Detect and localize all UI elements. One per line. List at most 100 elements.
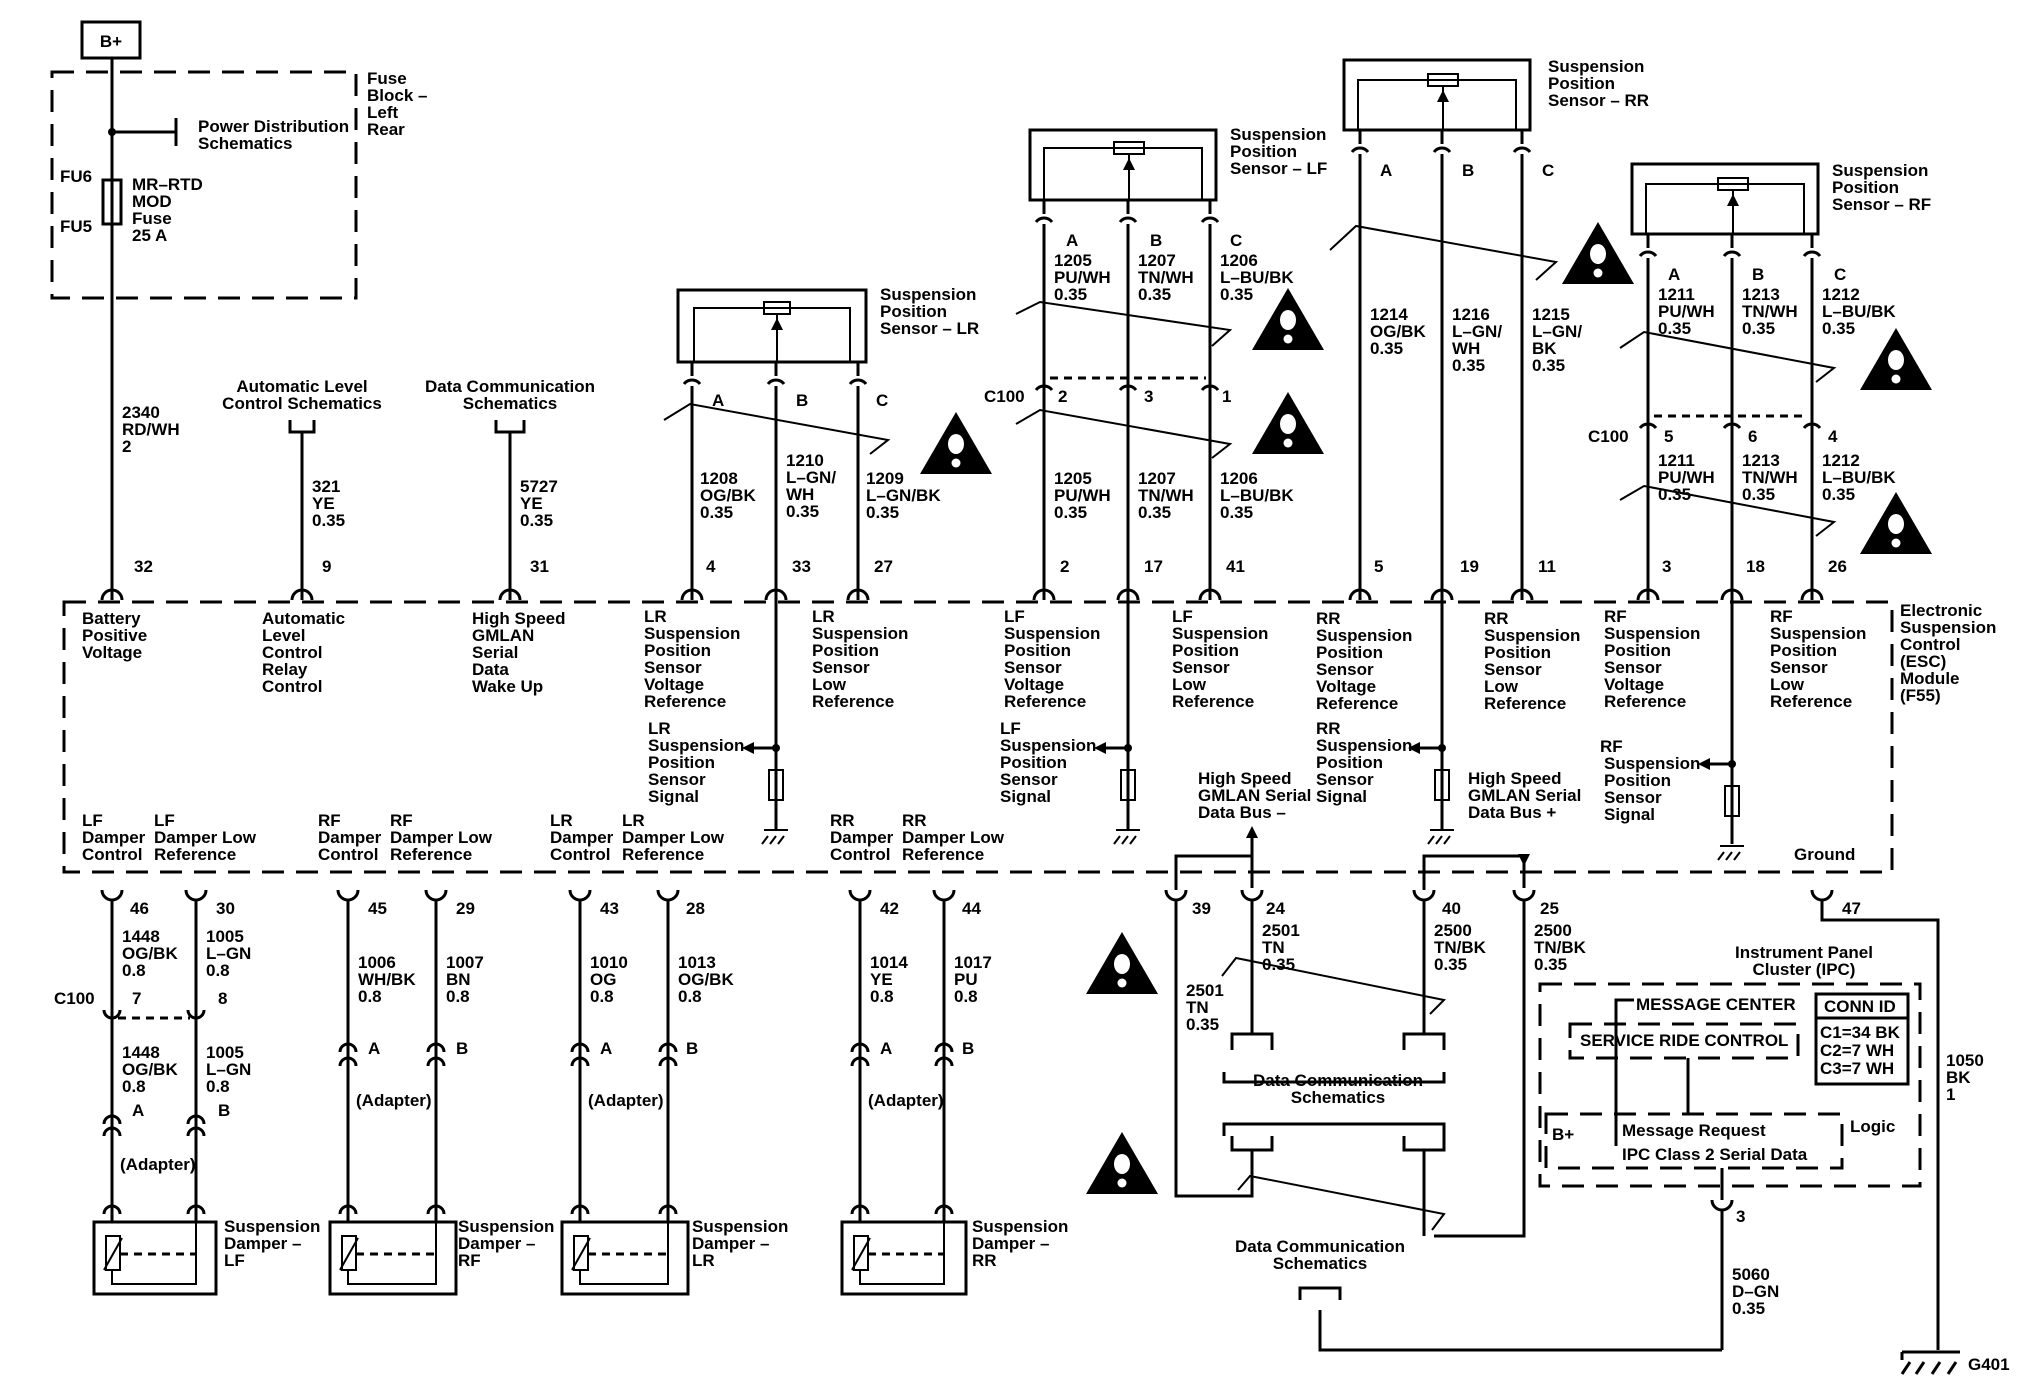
svg-text:TN/WH: TN/WH [1742, 468, 1798, 487]
svg-text:YE: YE [870, 970, 893, 989]
svg-text:Automatic: Automatic [262, 609, 345, 628]
fuse-block: B+ Fuse Block – Left Rear Power Distribu… [50, 20, 427, 600]
svg-text:Reference: Reference [1004, 692, 1086, 711]
svg-text:Suspension: Suspension [1230, 125, 1326, 144]
svg-text:Position: Position [1004, 641, 1071, 660]
svg-text:L–GN/: L–GN/ [786, 468, 836, 487]
fuse-block-label-1: Fuse [367, 69, 407, 88]
svg-text:LR: LR [812, 607, 835, 626]
svg-text:High Speed: High Speed [1468, 769, 1562, 788]
svg-text:1215: 1215 [1532, 305, 1570, 324]
svg-text:1207: 1207 [1138, 469, 1176, 488]
svg-text:Wake Up: Wake Up [472, 677, 543, 696]
svg-text:Suspension: Suspension [1316, 626, 1412, 645]
svg-text:0.35: 0.35 [1742, 319, 1775, 338]
svg-text:5727: 5727 [520, 477, 558, 496]
svg-text:(ESC): (ESC) [1900, 652, 1946, 671]
svg-text:C2=7 WH: C2=7 WH [1820, 1041, 1894, 1060]
svg-text:L–GN/: L–GN/ [1452, 322, 1502, 341]
svg-text:B: B [1752, 265, 1764, 284]
svg-text:Voltage: Voltage [82, 643, 142, 662]
svg-text:Position: Position [1604, 641, 1671, 660]
svg-text:Schematics: Schematics [463, 394, 558, 413]
svg-text:0.35: 0.35 [1186, 1015, 1219, 1034]
svg-text:BN: BN [446, 970, 471, 989]
svg-text:40: 40 [1442, 899, 1461, 918]
svg-text:GMLAN: GMLAN [472, 626, 534, 645]
svg-text:RF: RF [390, 811, 413, 830]
svg-text:OG: OG [590, 970, 616, 989]
esc-module-outline [62, 600, 1894, 874]
svg-text:Ground: Ground [1794, 845, 1855, 864]
svg-text:Automatic Level: Automatic Level [236, 377, 367, 396]
svg-text:24: 24 [1266, 899, 1285, 918]
svg-text:LR: LR [692, 1251, 715, 1270]
svg-text:WH/BK: WH/BK [358, 970, 416, 989]
warning-icon [1252, 392, 1324, 454]
svg-text:RR: RR [1316, 719, 1341, 738]
svg-text:RR: RR [830, 811, 855, 830]
svg-text:Position: Position [1770, 641, 1837, 660]
svg-text:L–BU/BK: L–BU/BK [1220, 268, 1294, 287]
svg-text:GMLAN Serial: GMLAN Serial [1198, 786, 1311, 805]
esc-module-label: Electronic Suspension Control (ESC) Modu… [1900, 601, 1996, 705]
svg-text:Power Distribution: Power Distribution [198, 117, 349, 136]
svg-text:PU: PU [954, 970, 978, 989]
svg-text:1014: 1014 [870, 953, 908, 972]
svg-text:LF: LF [154, 811, 175, 830]
svg-text:Position: Position [812, 641, 879, 660]
svg-text:Suspension: Suspension [1770, 624, 1866, 643]
svg-text:B: B [1150, 231, 1162, 250]
svg-text:Sensor: Sensor [1484, 660, 1542, 679]
svg-text:1017: 1017 [954, 953, 992, 972]
svg-text:Fuse: Fuse [132, 209, 172, 228]
svg-text:RF: RF [458, 1251, 481, 1270]
svg-text:0.35: 0.35 [1434, 955, 1467, 974]
svg-text:Sensor: Sensor [1770, 658, 1828, 677]
svg-text:2: 2 [122, 437, 131, 456]
battery-label: B+ [100, 32, 122, 51]
svg-text:YE: YE [520, 494, 543, 513]
svg-text:1206: 1206 [1220, 251, 1258, 270]
svg-text:LF: LF [1172, 607, 1193, 626]
svg-text:Suspension: Suspension [644, 624, 740, 643]
svg-text:Instrument Panel: Instrument Panel [1735, 943, 1873, 962]
lf-sensor: Suspension Position Sensor – LF A B C 12… [984, 125, 1327, 845]
svg-text:0.35: 0.35 [1220, 285, 1253, 304]
svg-text:Damper Low: Damper Low [154, 828, 257, 847]
svg-text:Positive: Positive [82, 626, 147, 645]
svg-text:Reference: Reference [1172, 692, 1254, 711]
svg-text:Sensor: Sensor [644, 658, 702, 677]
svg-text:0.8: 0.8 [122, 1077, 146, 1096]
svg-text:Electronic: Electronic [1900, 601, 1982, 620]
damper-lr: LR Damper Control LR Damper Low Referenc… [550, 811, 788, 1296]
svg-text:Cluster (IPC): Cluster (IPC) [1753, 960, 1856, 979]
warning-icon [1860, 328, 1932, 390]
svg-text:OG/BK: OG/BK [122, 1060, 178, 1079]
svg-text:Sensor: Sensor [1316, 660, 1374, 679]
svg-text:Voltage: Voltage [1604, 675, 1664, 694]
svg-text:0.35: 0.35 [520, 511, 553, 530]
svg-text:29: 29 [456, 899, 475, 918]
svg-text:TN/BK: TN/BK [1534, 938, 1587, 957]
svg-text:Damper –: Damper – [972, 1234, 1049, 1253]
damper-rf: RF Damper Control RF Damper Low Referenc… [318, 811, 554, 1296]
svg-text:(F55): (F55) [1900, 686, 1941, 705]
svg-text:2: 2 [1060, 557, 1069, 576]
svg-text:TN: TN [1186, 998, 1209, 1017]
svg-text:0.35: 0.35 [1732, 1299, 1765, 1318]
svg-text:3: 3 [1736, 1207, 1745, 1226]
svg-text:321: 321 [312, 477, 340, 496]
svg-text:Suspension: Suspension [1000, 736, 1096, 755]
svg-text:B: B [686, 1039, 698, 1058]
svg-text:0.35: 0.35 [312, 511, 345, 530]
svg-text:1212: 1212 [1822, 451, 1860, 470]
svg-text:LF: LF [1004, 607, 1025, 626]
svg-text:Suspension: Suspension [224, 1217, 320, 1236]
svg-text:1214: 1214 [1370, 305, 1408, 324]
svg-text:PU/WH: PU/WH [1054, 268, 1111, 287]
svg-text:Sensor: Sensor [1000, 770, 1058, 789]
svg-text:A: A [1066, 231, 1078, 250]
svg-text:39: 39 [1192, 899, 1211, 918]
warning-icon [920, 412, 992, 474]
